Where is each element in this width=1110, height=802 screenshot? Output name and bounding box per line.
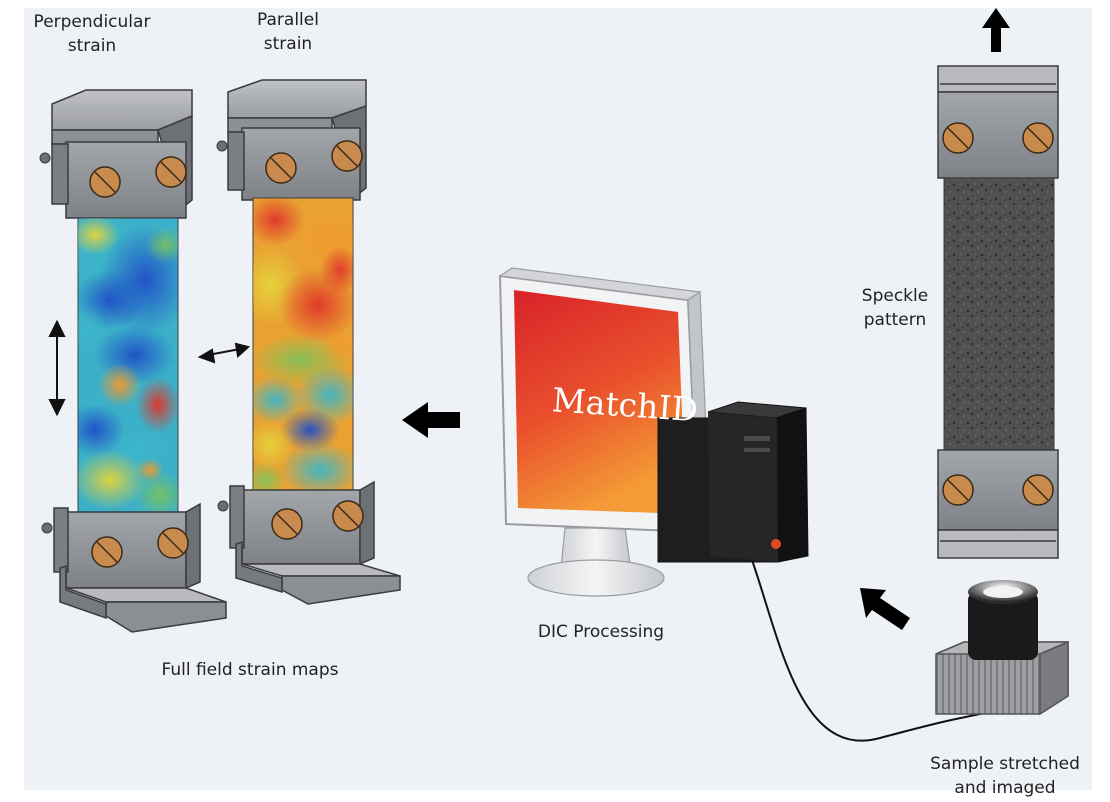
monitor-screen: [514, 290, 686, 514]
screw-icon: [942, 122, 974, 154]
camera: [935, 580, 1069, 716]
arrow-left-icon: [402, 402, 460, 438]
screw-icon: [271, 508, 303, 540]
computer-tower: [657, 401, 809, 563]
arrow-up-icon: [982, 8, 1010, 52]
monitor-brand-text: MatchID: [550, 380, 700, 430]
double-arrow-horizontal-icon: [197, 342, 251, 364]
screw-icon: [331, 140, 363, 172]
screw-icon: [265, 152, 297, 184]
speckle-pattern-label: Speckle pattern: [861, 286, 929, 330]
monitor: [498, 267, 711, 597]
double-arrow-vertical-icon: [48, 319, 66, 417]
screws: [89, 122, 1054, 568]
arrow-diagonal-icon: [860, 588, 910, 630]
screw-icon: [157, 527, 189, 559]
screw-icon: [1022, 474, 1054, 506]
camera-cable: [751, 559, 991, 742]
screw-icon: [942, 474, 974, 506]
screw-icon: [1022, 122, 1054, 154]
full-field-strain-maps-label: Full field strain maps: [161, 660, 339, 680]
screw-icon: [89, 166, 121, 198]
perpendicular-strain-label: Perpendicular strain: [33, 12, 151, 56]
dic-processing-label: DIC Processing: [537, 622, 665, 642]
perpendicular-strain-specimen: [39, 89, 227, 633]
screw-icon: [91, 536, 123, 568]
parallel-strain-label: Parallel strain: [257, 10, 319, 54]
sample-stretched-label: Sample stretched and imaged: [930, 754, 1080, 798]
screw-icon: [155, 156, 187, 188]
screw-icon: [332, 500, 364, 532]
